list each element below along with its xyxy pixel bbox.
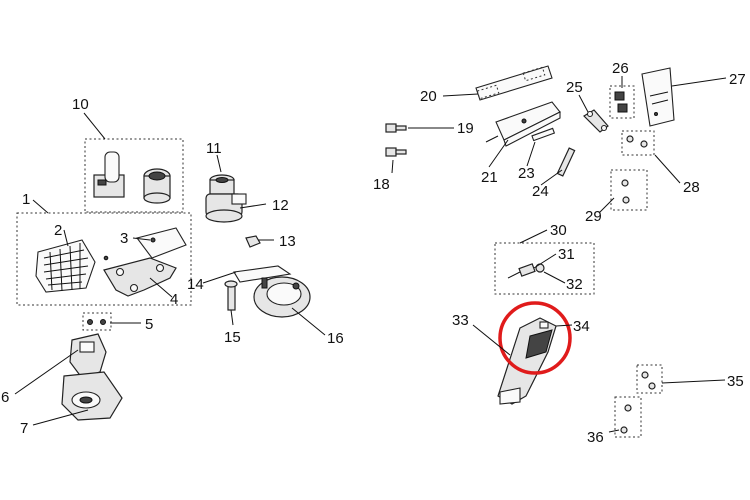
callout-36: 36 — [587, 429, 604, 446]
callout-35: 35 — [727, 373, 744, 390]
callout-29: 29 — [585, 208, 602, 225]
callout-33: 33 — [452, 312, 469, 329]
callout-18: 18 — [373, 176, 390, 193]
group-box-5 — [82, 312, 112, 331]
part-19-bolt — [385, 123, 407, 133]
part-10-switch — [93, 151, 171, 204]
group-box-30 — [494, 242, 595, 295]
group-box-29 — [610, 169, 648, 211]
callout-11: 11 — [206, 140, 222, 157]
leader-lines — [14, 76, 727, 433]
callout-19: 19 — [457, 120, 474, 137]
callout-14: 14 — [187, 276, 204, 293]
group-box-26 — [609, 85, 635, 119]
part-14-15-bolt — [224, 280, 238, 311]
part-21-wedge — [485, 101, 561, 147]
callout-34: 34 — [573, 318, 590, 335]
callout-32: 32 — [566, 276, 583, 293]
part-25-arm — [583, 109, 609, 133]
part-27-cover — [641, 67, 675, 127]
callout-10: 10 — [72, 96, 89, 113]
callout-2: 2 — [54, 222, 62, 239]
part-2-grille — [35, 239, 96, 293]
part-35-clips — [641, 371, 656, 390]
callout-15: 15 — [224, 329, 241, 346]
highlight-circle — [498, 301, 572, 375]
part-20-strip — [475, 65, 553, 101]
callout-21: 21 — [481, 169, 498, 186]
callout-labels: 1 2 3 4 5 6 7 10 11 12 13 14 15 16 18 19… — [1, 60, 746, 446]
callout-16: 16 — [327, 330, 344, 347]
part-7-housing-lower — [61, 371, 123, 421]
callout-6: 6 — [1, 389, 9, 406]
part-5-screws — [87, 319, 106, 325]
callout-5: 5 — [145, 316, 153, 333]
part-3-plate — [136, 227, 187, 259]
part-16-horn — [233, 265, 311, 318]
callout-24: 24 — [532, 183, 549, 200]
group-box-28 — [621, 130, 655, 156]
part-18-bolt — [385, 147, 407, 157]
callout-23: 23 — [518, 165, 535, 182]
part-31-32-connector — [507, 263, 545, 279]
part-24-link — [556, 147, 576, 177]
screw-icon — [103, 255, 109, 261]
part-4-bracket — [103, 257, 177, 297]
part-36-clips — [620, 404, 632, 434]
callout-12: 12 — [272, 197, 289, 214]
group-box-1 — [16, 212, 192, 306]
callout-26: 26 — [612, 60, 629, 77]
part-23-pin — [531, 127, 556, 142]
part-29-screws — [621, 179, 630, 204]
part-28-screws — [626, 135, 648, 148]
callout-30: 30 — [550, 222, 567, 239]
callout-20: 20 — [420, 88, 437, 105]
callout-13: 13 — [279, 233, 296, 250]
part-13-nut — [245, 235, 261, 248]
part-26-clips — [614, 91, 628, 113]
callout-28: 28 — [683, 179, 700, 196]
callout-27: 27 — [729, 71, 746, 88]
callout-4: 4 — [170, 291, 178, 308]
callout-3: 3 — [120, 230, 128, 247]
part-6-switch-housing — [69, 333, 107, 379]
callout-31: 31 — [558, 246, 575, 263]
callout-7: 7 — [20, 420, 28, 437]
group-box-35 — [636, 364, 663, 394]
part-11-motor — [205, 174, 247, 223]
group-box-36 — [614, 396, 642, 438]
part-33-34-sensor — [497, 317, 557, 405]
callout-25: 25 — [566, 79, 583, 96]
callout-1: 1 — [22, 191, 30, 208]
